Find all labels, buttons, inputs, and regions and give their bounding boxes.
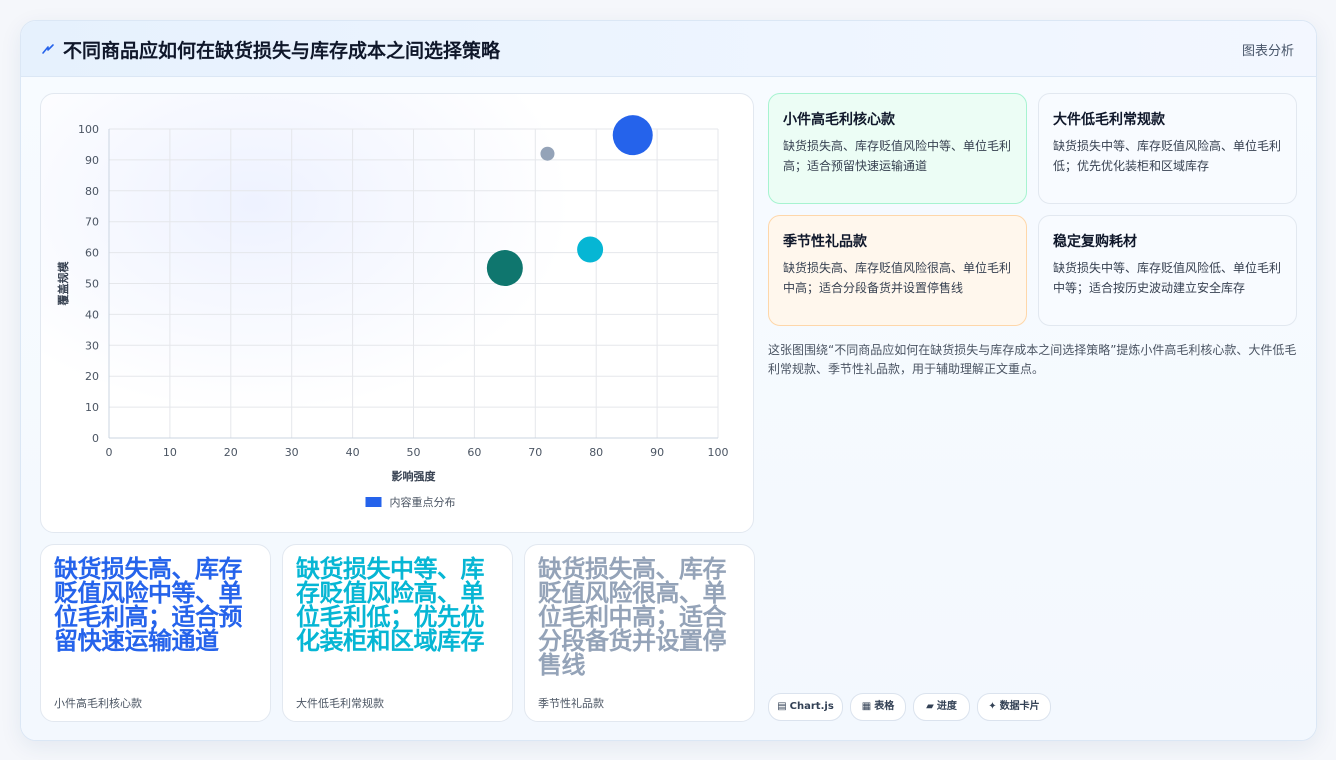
big-card-3: 缺货损失高、库存贬值风险很高、单位毛利中高；适合分段备货并设置停售线 季节性礼品… [524, 544, 755, 722]
x-tick-label: 90 [650, 446, 664, 459]
x-tick-label: 50 [407, 446, 421, 459]
chart-analysis-label: 图表分析 [1241, 44, 1294, 59]
y-tick-label: 80 [85, 185, 99, 198]
x-tick-label: 40 [346, 446, 360, 459]
x-axis-label: 影响强度 [392, 469, 437, 483]
main-panel: 不同商品应如何在缺货损失与库存成本之间选择策略 图表分析 0 10 20 30 40 50… [20, 20, 1317, 741]
big-card-caption: 小件高毛利核心款 [54, 697, 142, 710]
info-card-1: 小件高毛利核心款 缺货损失高、库存贬值风险中等、单位毛利高；适合预留快速运输通道 [768, 93, 1027, 204]
tag-label: 表格 [874, 701, 895, 712]
y-tick-label: 100 [78, 123, 99, 136]
lightning-icon [42, 44, 54, 54]
y-tick-label: 30 [85, 339, 99, 352]
x-tick-label: 10 [163, 446, 177, 459]
bubble-chart: 0 10 20 30 40 50 60 70 80 90 100 0 10 20 30 40 50 60 70 80 9… [56, 115, 729, 509]
progress-icon: ▰ [926, 701, 934, 712]
info-card-title: 小件高毛利核心款 [783, 112, 895, 128]
x-tick-label: 100 [708, 446, 729, 459]
big-card-caption: 大件低毛利常规款 [296, 697, 384, 710]
y-tick-label: 70 [85, 216, 99, 229]
tag-data-cards[interactable]: ✦数据卡片 [977, 693, 1051, 721]
y-tick-label: 40 [85, 308, 99, 321]
data-point [540, 146, 555, 161]
tag-label: 数据卡片 [999, 701, 1040, 712]
tag-label: 进度 [936, 701, 957, 712]
info-card-body: 缺货损失高、库存贬值风险中等、单位毛利高；适合预留快速运输通道 [783, 139, 1012, 173]
y-tick-label: 10 [85, 401, 99, 414]
sparkle-icon: ✦ [988, 701, 997, 712]
info-card-title: 季节性礼品款 [783, 234, 867, 250]
data-point [577, 236, 604, 263]
y-tick-label: 60 [85, 247, 99, 260]
tag-table[interactable]: ▦表格 [850, 693, 906, 721]
table-icon: ▦ [861, 701, 872, 712]
x-tick-label: 70 [528, 446, 542, 459]
y-tick-label: 0 [92, 432, 99, 445]
info-card-body: 缺货损失中等、库存贬值风险低、单位毛利中等；适合按历史波动建立安全库存 [1053, 261, 1282, 295]
legend-label: 内容重点分布 [390, 495, 456, 509]
info-card-4: 稳定复购耗材 缺货损失中等、库存贬值风险低、单位毛利中等；适合按历史波动建立安全… [1038, 215, 1297, 326]
y-tick-label: 20 [85, 370, 99, 383]
x-tick-label: 0 [106, 446, 113, 459]
big-card-caption: 季节性礼品款 [538, 697, 604, 710]
tag-chartjs[interactable]: ▤Chart.js [768, 693, 843, 721]
x-tick-label: 60 [467, 446, 481, 459]
chart-card: 0 10 20 30 40 50 60 70 80 90 100 0 10 20 30 40 50 60 70 80 9… [40, 93, 754, 533]
big-card-text: 缺货损失高、库存贬值风险很高、单位毛利中高；适合分段备货并设置停售线 [538, 555, 727, 679]
tag-progress[interactable]: ▰进度 [913, 693, 970, 721]
info-card-2: 大件低毛利常规款 缺货损失中等、库存贬值风险高、单位毛利低；优先优化装柜和区域库… [1038, 93, 1297, 204]
x-tick-label: 80 [589, 446, 603, 459]
header-bar: 不同商品应如何在缺货损失与库存成本之间选择策略 图表分析 [21, 21, 1316, 77]
big-card-1: 缺货损失高、库存贬值风险中等、单位毛利高；适合预留快速运输通道 小件高毛利核心款 [40, 544, 271, 722]
tag-label: Chart.js [789, 701, 834, 712]
y-axis-label: 覆盖规模 [56, 261, 70, 306]
x-tick-label: 20 [224, 446, 238, 459]
big-card-text: 缺货损失高、库存贬值风险中等、单位毛利高；适合预留快速运输通道 [54, 555, 243, 655]
summary-text: 这张图围绕“不同商品应如何在缺货损失与库存成本之间选择策略”提炼小件高毛利核心款… [768, 343, 1297, 376]
data-point [612, 115, 653, 156]
big-card-text: 缺货损失中等、库存贬值风险高、单位毛利低；优先优化装柜和区域库存 [296, 555, 485, 655]
y-tick-label: 90 [85, 154, 99, 167]
info-card-body: 缺货损失高、库存贬值风险很高、单位毛利中高；适合分段备货并设置停售线 [783, 261, 1012, 295]
legend-swatch [365, 497, 382, 507]
x-tick-label: 30 [285, 446, 299, 459]
y-tick-label: 50 [85, 278, 99, 291]
info-card-title: 大件低毛利常规款 [1053, 112, 1165, 128]
data-point [486, 250, 523, 287]
page-title: 不同商品应如何在缺货损失与库存成本之间选择策略 [63, 40, 501, 62]
chart-icon: ▤ [777, 701, 787, 712]
big-card-2: 缺货损失中等、库存贬值风险高、单位毛利低；优先优化装柜和区域库存 大件低毛利常规… [282, 544, 513, 722]
info-card-title: 稳定复购耗材 [1053, 234, 1137, 250]
info-card-3: 季节性礼品款 缺货损失高、库存贬值风险很高、单位毛利中高；适合分段备货并设置停售… [768, 215, 1027, 326]
info-card-body: 缺货损失中等、库存贬值风险高、单位毛利低；优先优化装柜和区域库存 [1053, 139, 1282, 173]
